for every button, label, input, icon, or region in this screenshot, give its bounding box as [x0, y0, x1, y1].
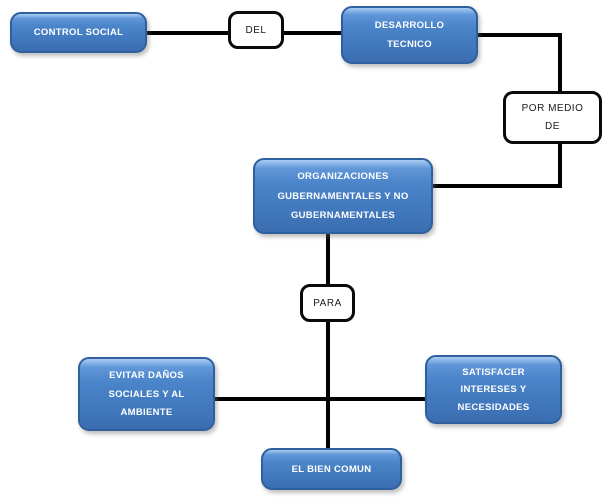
link-label-para: PARA: [300, 284, 355, 322]
edge-desarrollo-to-pormedio-horizontal: [476, 33, 562, 37]
link-label-por-medio-line1: POR MEDIO: [521, 103, 584, 114]
node-organizaciones-line2: GUBERNAMENTALES Y NO: [277, 190, 409, 202]
node-organizaciones-line3: GUBERNAMENTALES: [290, 209, 396, 221]
node-satisfacer-line1: SATISFACER: [462, 366, 525, 378]
node-organizaciones: ORGANIZACIONES GUBERNAMENTALES Y NO GUBE…: [253, 158, 433, 234]
node-evitar-line3: AMBIENTE: [120, 407, 173, 419]
edge-desarrollo-to-pormedio-vertical: [558, 33, 562, 95]
link-label-del-text: DEL: [245, 24, 267, 36]
node-evitar-line2: SOCIALES Y AL: [108, 388, 185, 400]
edge-pormedio-to-organizaciones-vertical: [558, 142, 562, 188]
link-label-por-medio-de: POR MEDIO DE: [503, 91, 602, 144]
link-label-del: DEL: [228, 11, 284, 49]
node-el-bien-comun-label: EL BIEN COMUN: [291, 463, 372, 475]
node-control-social: CONTROL SOCIAL: [10, 12, 147, 53]
node-organizaciones-line1: ORGANIZACIONES: [297, 171, 389, 183]
node-el-bien-comun: EL BIEN COMUN: [261, 448, 402, 490]
edge-pormedio-to-organizaciones-horizontal: [430, 184, 562, 188]
link-label-para-text: PARA: [313, 297, 342, 309]
node-desarrollo-line1: DESARROLLO: [374, 19, 445, 31]
edge-organizaciones-to-para: [326, 232, 330, 286]
node-satisfacer-line3: NECESIDADES: [457, 401, 530, 413]
node-satisfacer-line2: INTERESES Y: [460, 384, 527, 395]
node-desarrollo-tecnico: DESARROLLO TECNICO: [341, 6, 478, 64]
node-evitar-danos: EVITAR DAÑOS SOCIALES Y AL AMBIENTE: [78, 357, 215, 431]
node-satisfacer: SATISFACER INTERESES Y NECESIDADES: [425, 355, 562, 424]
link-label-por-medio-line2: DE: [545, 121, 560, 132]
edge-evitar-to-satisfacer: [214, 397, 426, 401]
node-control-social-label: CONTROL SOCIAL: [33, 27, 124, 38]
edge-para-to-bien-comun: [326, 320, 330, 450]
node-desarrollo-line2: TECNICO: [387, 39, 432, 51]
node-evitar-line1: EVITAR DAÑOS: [109, 369, 184, 381]
